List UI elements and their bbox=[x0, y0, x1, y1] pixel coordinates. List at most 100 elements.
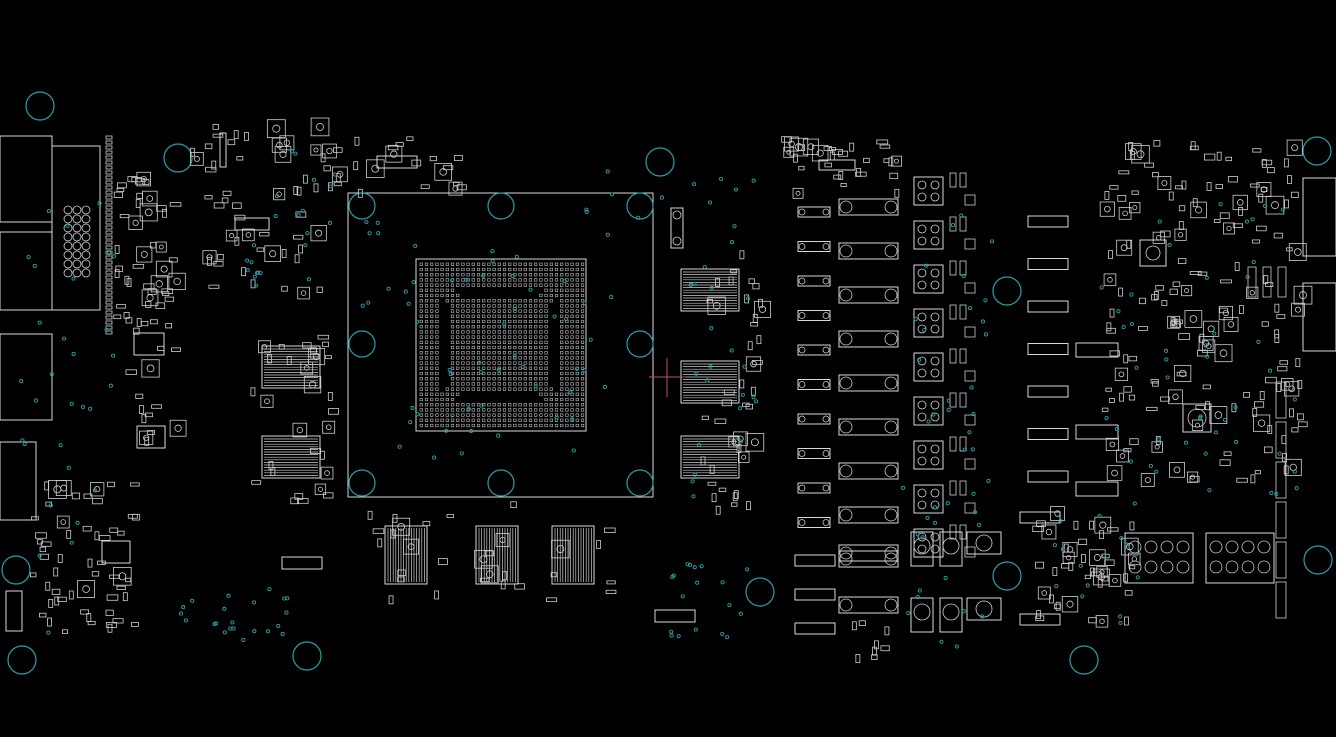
smd-resistor bbox=[855, 171, 867, 177]
smd-resistor bbox=[131, 622, 139, 627]
pin-pad bbox=[105, 150, 113, 155]
via bbox=[249, 260, 254, 265]
pad bbox=[786, 149, 792, 155]
ball bbox=[544, 283, 548, 287]
smd-capacitor bbox=[293, 186, 299, 195]
via bbox=[688, 562, 693, 567]
smd-resistor bbox=[164, 296, 175, 302]
power-connector-area[interactable] bbox=[1124, 177, 1336, 619]
via bbox=[1184, 440, 1189, 445]
connector-pin bbox=[1257, 560, 1271, 574]
via bbox=[255, 270, 260, 276]
via bbox=[669, 633, 674, 638]
ball bbox=[435, 330, 439, 334]
mounting-hole bbox=[992, 561, 1022, 591]
via bbox=[1157, 219, 1162, 224]
pad bbox=[245, 232, 252, 238]
smd-resistor bbox=[135, 393, 144, 399]
ball bbox=[445, 299, 449, 303]
mounting-hole bbox=[1069, 645, 1099, 675]
pad bbox=[822, 519, 830, 526]
smd-resistor bbox=[824, 162, 832, 168]
smd-capacitor bbox=[313, 183, 319, 193]
via bbox=[514, 254, 519, 259]
vrm-pad bbox=[794, 554, 836, 567]
smd-ic bbox=[1116, 239, 1133, 256]
smd-resistor bbox=[1279, 360, 1289, 365]
pad bbox=[1099, 569, 1105, 575]
ball bbox=[560, 288, 564, 292]
ball bbox=[456, 351, 460, 355]
pad bbox=[750, 438, 759, 447]
ball bbox=[554, 267, 559, 272]
ball bbox=[435, 288, 439, 292]
smd-capacitor bbox=[1267, 425, 1273, 434]
ball bbox=[539, 366, 543, 370]
via bbox=[1134, 365, 1139, 370]
ball bbox=[430, 325, 434, 329]
ball bbox=[539, 283, 543, 287]
ball bbox=[424, 413, 429, 417]
smd-resistor bbox=[204, 195, 213, 200]
pad bbox=[1066, 600, 1074, 608]
gpu-package[interactable] bbox=[347, 192, 684, 498]
ball bbox=[461, 423, 465, 428]
smd-resistor bbox=[1178, 205, 1186, 212]
ball bbox=[430, 377, 434, 381]
via bbox=[913, 317, 918, 322]
smd-capacitor bbox=[1153, 291, 1159, 300]
via bbox=[1203, 451, 1208, 456]
ball bbox=[513, 335, 517, 339]
ball bbox=[513, 366, 517, 370]
connector-pin bbox=[72, 214, 82, 224]
ball bbox=[513, 309, 517, 313]
vrm-section[interactable] bbox=[794, 172, 1119, 635]
ball bbox=[476, 335, 481, 339]
ball bbox=[560, 351, 564, 355]
ball bbox=[482, 356, 486, 360]
pad bbox=[1131, 556, 1138, 562]
ball bbox=[450, 345, 455, 350]
ball bbox=[534, 283, 538, 287]
smd-resistor bbox=[1219, 459, 1231, 466]
connector-edge bbox=[1302, 177, 1336, 257]
ball bbox=[539, 309, 543, 313]
via bbox=[1245, 274, 1250, 280]
via bbox=[104, 327, 109, 332]
smd-resistor bbox=[51, 588, 61, 595]
via bbox=[692, 472, 697, 477]
ball bbox=[570, 423, 574, 428]
ball bbox=[471, 345, 475, 350]
ball bbox=[466, 278, 470, 282]
connector-pin bbox=[81, 259, 91, 269]
smd-capacitor bbox=[700, 456, 706, 466]
ball bbox=[513, 325, 517, 329]
ball bbox=[435, 299, 439, 303]
smd-resistor bbox=[1124, 590, 1133, 596]
via bbox=[490, 259, 495, 264]
ball bbox=[435, 283, 439, 287]
capacitor bbox=[959, 392, 967, 408]
ball bbox=[471, 351, 475, 355]
smd-capacitor bbox=[855, 654, 861, 663]
ball bbox=[508, 330, 512, 334]
via bbox=[926, 419, 931, 424]
via bbox=[917, 588, 922, 593]
ball bbox=[476, 340, 481, 344]
ball bbox=[424, 267, 429, 272]
ball bbox=[497, 413, 501, 417]
pad bbox=[822, 415, 830, 423]
ball bbox=[487, 340, 491, 344]
ball bbox=[450, 288, 455, 292]
capacitor bbox=[949, 260, 957, 276]
capacitor bbox=[959, 480, 967, 496]
ball bbox=[570, 345, 574, 350]
ball bbox=[445, 403, 449, 407]
ball bbox=[435, 340, 439, 344]
ball bbox=[424, 340, 429, 344]
ball bbox=[554, 392, 559, 396]
smd-resistor bbox=[1155, 285, 1164, 291]
mounting-hole bbox=[992, 276, 1022, 306]
vrm-choke bbox=[838, 462, 899, 480]
